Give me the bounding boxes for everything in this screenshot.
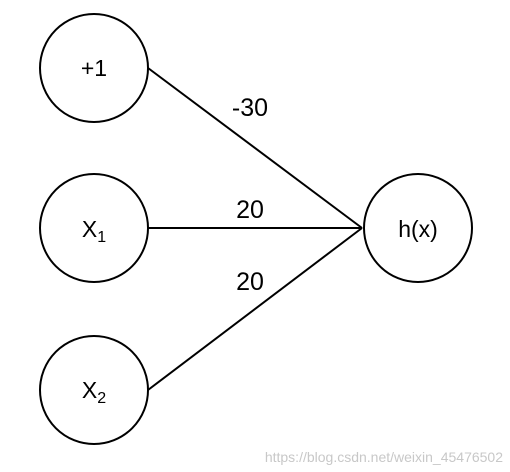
weight-bias-label: -30 (232, 94, 268, 122)
node-x2-subscript: 2 (97, 390, 106, 407)
edge-bias-to-output (147, 67, 363, 229)
node-x2-base: X (82, 377, 97, 403)
node-x1-label: X1 (82, 216, 106, 246)
node-bias-label: +1 (81, 55, 107, 81)
weight-x2-label: 20 (236, 268, 264, 296)
edge-x2-to-output (147, 227, 363, 391)
weight-x1-label: 20 (236, 196, 264, 224)
node-x2-label: X2 (82, 377, 106, 407)
node-x1: X1 (39, 173, 149, 283)
watermark-text: https://blog.csdn.net/weixin_45476502 (265, 449, 503, 465)
node-output: h(x) (363, 173, 473, 283)
node-bias: +1 (39, 13, 149, 123)
node-x1-subscript: 1 (97, 229, 106, 246)
node-output-label: h(x) (398, 216, 438, 242)
node-x2: X2 (39, 335, 149, 445)
node-x1-base: X (82, 216, 97, 242)
